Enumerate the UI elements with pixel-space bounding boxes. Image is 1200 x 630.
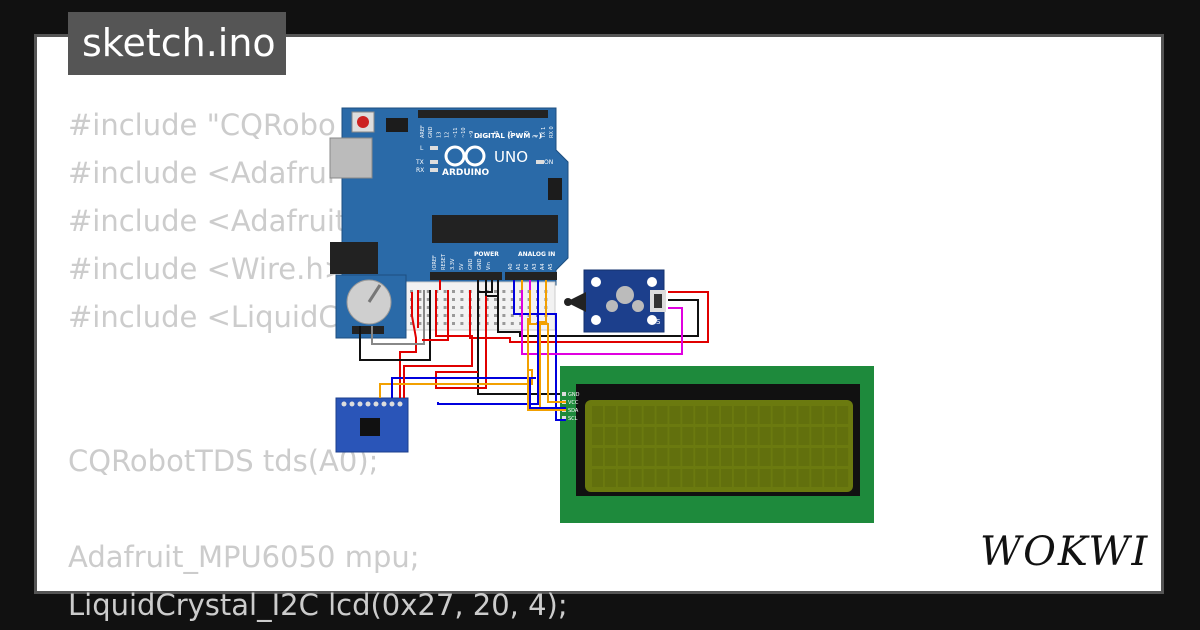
power-pin-label: RESET xyxy=(441,253,447,270)
top-pin-label: ~5 xyxy=(508,131,514,138)
code-line: #include <LiquidC xyxy=(68,300,339,334)
code-line: #include "CQRobo xyxy=(68,108,336,142)
top-pin-label: 2 xyxy=(533,135,539,138)
on-label: ON xyxy=(544,159,553,166)
analog-pin-label: A0 xyxy=(508,263,514,270)
top-pin-label: ~11 xyxy=(453,127,459,138)
wokwi-logo: WOKWI xyxy=(980,529,1149,575)
top-pin-label: TX 1 xyxy=(541,127,547,139)
top-pin-label: 7 xyxy=(486,135,492,138)
analog-label: ANALOG IN xyxy=(518,251,555,258)
power-jack xyxy=(330,242,378,274)
arduino-brand-label: ARDUINO xyxy=(442,168,490,178)
power-pin-label: 3.3V xyxy=(450,258,456,270)
power-pin-label: IOREF xyxy=(432,255,438,270)
usb-port xyxy=(329,137,373,179)
analog-header xyxy=(505,272,557,280)
top-pin-label: AREF xyxy=(420,125,426,138)
sensor-pin-s: S xyxy=(656,318,661,326)
code-line: #include <Adafrui xyxy=(68,156,335,190)
lcd-pin-label: VCC xyxy=(568,400,579,406)
top-pin-label: RX 0 xyxy=(549,126,555,138)
wires xyxy=(359,280,709,421)
code-line: Adafruit_MPU6050 mpu; xyxy=(68,540,420,574)
top-pin-label: ~3 xyxy=(524,131,530,138)
rx-label: RX xyxy=(416,167,424,174)
top-pin-label: 12 xyxy=(445,132,451,138)
file-tab[interactable]: sketch.ino xyxy=(68,12,286,75)
code-line: LiquidCrystal_I2C lcd(0x27, 20, 4); xyxy=(68,588,568,622)
sensor-module[interactable]: S xyxy=(564,269,666,333)
top-pin-label: ~9 xyxy=(469,131,475,138)
top-pin-label: ~10 xyxy=(461,127,467,138)
top-pin-label: 8 xyxy=(477,135,483,138)
top-pin-label: GND xyxy=(428,126,434,138)
power-label: POWER xyxy=(474,251,499,258)
arduino-model-label: UNO xyxy=(494,148,528,166)
code-preview: #include "CQRobo #include <Adafrui #includ… xyxy=(68,101,568,629)
svg-text:WOKWI: WOKWI xyxy=(980,529,1149,575)
analog-pin-label: A2 xyxy=(524,263,530,270)
mpu6050-module[interactable] xyxy=(335,397,409,453)
power-header xyxy=(430,272,502,280)
analog-pin-label: A4 xyxy=(540,263,546,270)
power-pin-label: GND xyxy=(468,258,474,270)
lcd-pin-label: SDA xyxy=(568,408,579,414)
analog-pin-label: A5 xyxy=(548,263,554,270)
code-line: #include <Adafruit xyxy=(68,204,347,238)
breadboard[interactable] xyxy=(404,281,556,331)
analog-pin-label: A1 xyxy=(516,263,522,270)
digital-label: DIGITAL (PWM ~) xyxy=(474,132,542,140)
analog-pin-label: A3 xyxy=(532,263,538,270)
power-pin-label: 5V xyxy=(459,263,465,270)
power-pin-label: GND xyxy=(477,258,483,270)
lcd-2004-i2c[interactable]: GND VCC SDA SCL xyxy=(560,366,874,523)
lcd-pin-label: GND xyxy=(568,392,580,398)
code-line: #include <Wire.h> xyxy=(68,252,349,286)
arduino-uno-board[interactable]: UNO ARDUINO DIGITAL (PWM ~) ON L TX RX P… xyxy=(329,107,569,286)
top-pin-label: ~6 xyxy=(494,131,500,138)
lcd-pin-label: SCL xyxy=(568,416,578,422)
power-pin-label: Vin xyxy=(486,262,492,270)
tx-label: TX xyxy=(415,159,424,166)
digital-header xyxy=(418,110,548,118)
top-pin-label: 13 xyxy=(436,132,442,138)
microcontroller-chip xyxy=(432,215,558,243)
l-label: L xyxy=(420,145,424,152)
top-pin-label: 4 xyxy=(516,135,522,138)
